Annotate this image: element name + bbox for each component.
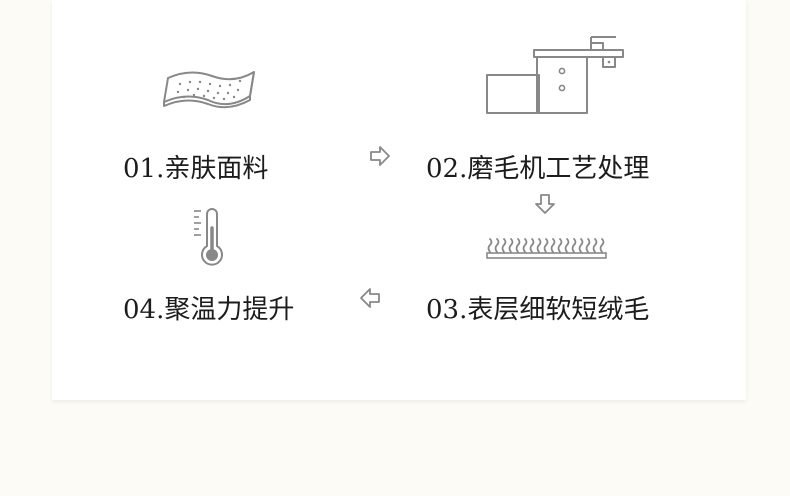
arrow-down-icon <box>534 193 556 215</box>
step-02-label: 02.磨毛机工艺处理 <box>426 154 650 184</box>
arrow-right-icon <box>369 145 391 167</box>
brushing-machine-icon <box>485 33 627 115</box>
fabric-sheet-icon <box>162 66 258 110</box>
arrow-left-icon <box>359 287 381 309</box>
process-card <box>52 0 746 400</box>
step-01-label: 01.亲肤面料 <box>123 154 269 184</box>
thermometer-icon <box>192 206 228 270</box>
step-04-label: 04.聚温力提升 <box>123 295 295 325</box>
short-fleece-icon <box>486 236 608 260</box>
step-03-label: 03.表层细软短绒毛 <box>426 295 650 325</box>
